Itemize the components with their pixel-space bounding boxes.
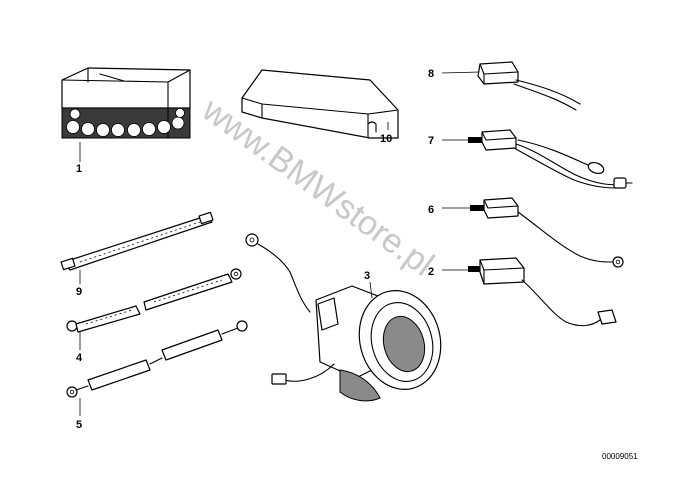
callout-4: 4 [76,352,83,364]
part-8-module[interactable] [441,61,581,111]
callout-10: 10 [380,133,392,145]
callout-8: 8 [428,68,434,80]
callout-5: 5 [76,419,82,431]
part-1-grommet-box[interactable] [61,67,191,162]
part-4-ground-strap-ring[interactable] [66,268,242,350]
callout-6: 6 [428,204,434,216]
part-9-ground-strap[interactable] [60,211,214,284]
callout-2: 2 [428,266,434,278]
part-6-module-ring-terminal[interactable] [442,197,624,268]
callout-3: 3 [364,270,370,282]
part-2-module-flat-connector[interactable] [442,257,617,327]
callout-9: 9 [76,286,82,298]
part-7-module-harness[interactable] [442,129,633,189]
callout-7: 7 [428,135,434,147]
part-10-cover[interactable] [241,69,399,139]
reference-number: 00009051 [602,452,638,461]
part-3-horn-assembly[interactable] [245,233,452,402]
callout-1: 1 [76,163,82,175]
part-5-sleeved-cable[interactable] [66,320,248,416]
